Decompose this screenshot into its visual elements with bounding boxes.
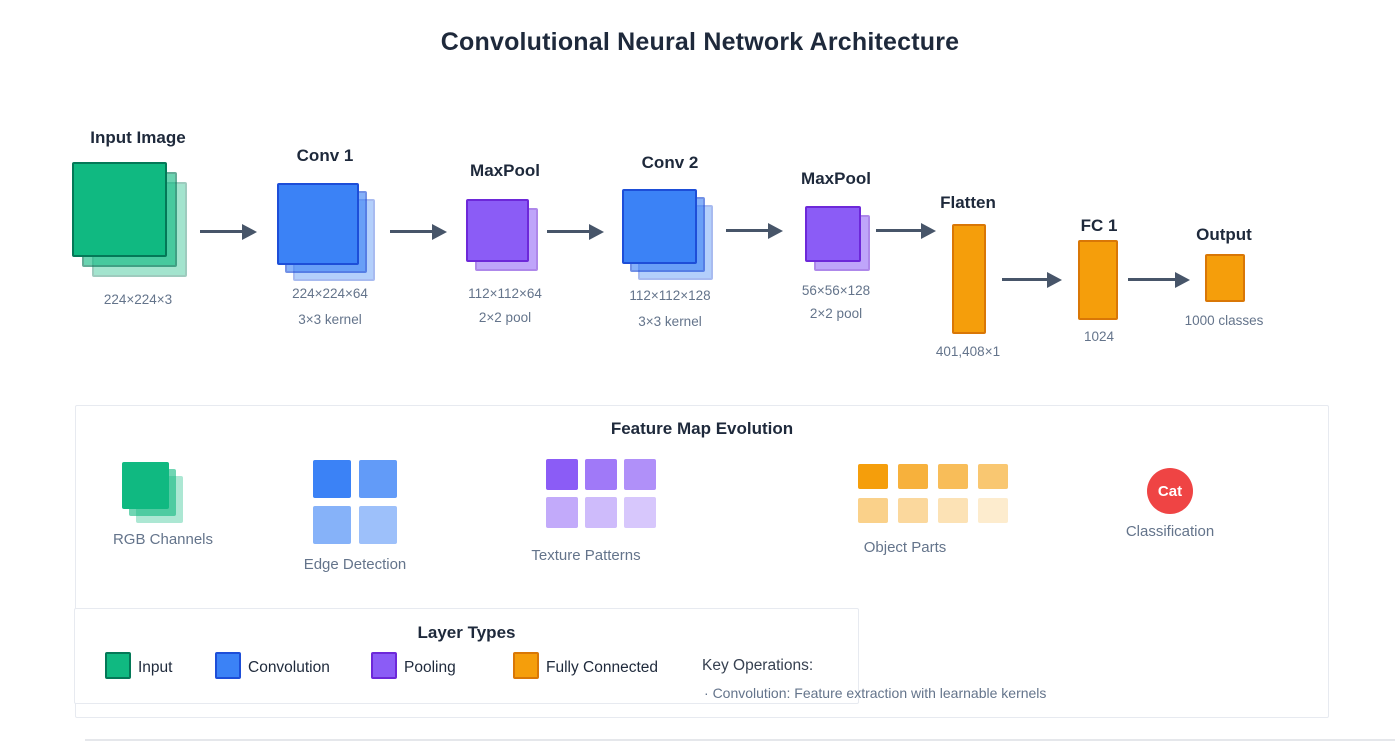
flow-arrow: [726, 222, 783, 239]
input-layer-square: [72, 162, 167, 257]
conv2-layer-square: [622, 189, 697, 264]
feature-cell: [585, 459, 617, 490]
stage-dim: 1000 classes: [1184, 313, 1264, 328]
stage-dim: 56×56×128: [801, 283, 871, 298]
feature-cell: [938, 464, 968, 489]
stage-dim: 224×224×3: [103, 292, 173, 307]
stage-label-conv1: Conv 1: [296, 146, 354, 165]
maxpool2-layer-square: [805, 206, 861, 262]
feature-cell: [938, 498, 968, 523]
flow-arrow: [390, 223, 447, 240]
legend-label-convolution: Convolution: [248, 659, 330, 676]
bottom-divider: [85, 739, 1395, 741]
fc1-shape: [1078, 240, 1118, 320]
edge-detection-label: Edge Detection: [303, 556, 407, 573]
feature-cell: [585, 497, 617, 528]
classification-badge: Cat: [1147, 468, 1193, 514]
stage-dim: 3×3 kernel: [298, 312, 362, 327]
stage-dim: 3×3 kernel: [638, 314, 702, 329]
flow-arrow: [1002, 271, 1062, 288]
stage-dim: 401,408×1: [935, 344, 1001, 359]
stage-label-output: Output: [1196, 225, 1252, 244]
feature-cell: [313, 460, 351, 498]
stage-dim: 224×224×64: [292, 286, 368, 301]
stage-label-flatten: Flatten: [940, 193, 996, 212]
legend-swatch-convolution: [215, 652, 241, 679]
feature-cell: [313, 506, 351, 544]
maxpool1-shape: [466, 199, 538, 271]
feature-cell: [898, 464, 928, 489]
flatten-shape: [952, 224, 986, 334]
stage-dim: 112×112×64: [468, 286, 542, 301]
page-title: Convolutional Neural Network Architectur…: [440, 28, 960, 56]
conv1-shape: [277, 183, 375, 281]
conv2-shape: [622, 189, 713, 280]
maxpool1-layer-square: [466, 199, 529, 262]
feature-cell: [858, 464, 888, 489]
conv1-layer-square: [277, 183, 359, 265]
flow-arrow: [876, 222, 936, 239]
stage-label-input-image: Input Image: [90, 128, 186, 147]
stage-label-maxpool1: MaxPool: [470, 161, 540, 180]
legend-swatch-fully-connected: [513, 652, 539, 679]
feature-map-evolution-title: Feature Map Evolution: [610, 419, 794, 438]
classification-label: Classification: [1125, 523, 1215, 540]
stage-dim: 2×2 pool: [809, 306, 863, 321]
legend-label-input: Input: [138, 659, 173, 676]
edge-detection-featuremap: [313, 460, 397, 544]
output-shape: [1205, 254, 1245, 302]
rgb-channels-label: RGB Channels: [112, 531, 214, 548]
stage-label-fc1: FC 1: [1080, 216, 1118, 235]
feature-cell: [858, 498, 888, 523]
legend-label-pooling: Pooling: [404, 659, 456, 676]
feature-cell: [978, 464, 1008, 489]
feature-cell: [898, 498, 928, 523]
legend-swatch-pooling: [371, 652, 397, 679]
texture-patterns-featuremap: [546, 459, 656, 528]
legend-label-fully-connected: Fully Connected: [546, 659, 659, 676]
layer-types-title: Layer Types: [417, 623, 516, 642]
feature-cell: [359, 506, 397, 544]
classification-badge-text: Cat: [1157, 482, 1183, 500]
feature-cell: [546, 497, 578, 528]
flow-arrow: [1128, 271, 1190, 288]
feature-cell: [359, 460, 397, 498]
rgb-channels-shape: [122, 462, 184, 524]
key-operations-title: Key Operations:: [702, 657, 814, 674]
key-operations-item: Convolution: Feature extraction with lea…: [704, 685, 1047, 701]
rgb-layer-square: [122, 462, 169, 509]
legend-swatch-input: [105, 652, 131, 679]
feature-cell: [624, 497, 656, 528]
texture-patterns-label: Texture Patterns: [531, 547, 641, 564]
object-parts-featuremap: [858, 464, 1008, 523]
stage-label-conv2: Conv 2: [641, 153, 699, 172]
flow-arrow: [200, 223, 257, 240]
stage-dim: 2×2 pool: [478, 310, 532, 325]
stage-dim: 112×112×128: [629, 288, 711, 303]
object-parts-label: Object Parts: [863, 539, 947, 556]
feature-cell: [624, 459, 656, 490]
feature-cell: [978, 498, 1008, 523]
flow-arrow: [547, 223, 604, 240]
input-image-shape: [72, 162, 187, 277]
stage-label-maxpool2: MaxPool: [801, 169, 871, 188]
maxpool2-shape: [805, 206, 870, 271]
feature-cell: [546, 459, 578, 490]
stage-dim: 1024: [1083, 329, 1115, 344]
